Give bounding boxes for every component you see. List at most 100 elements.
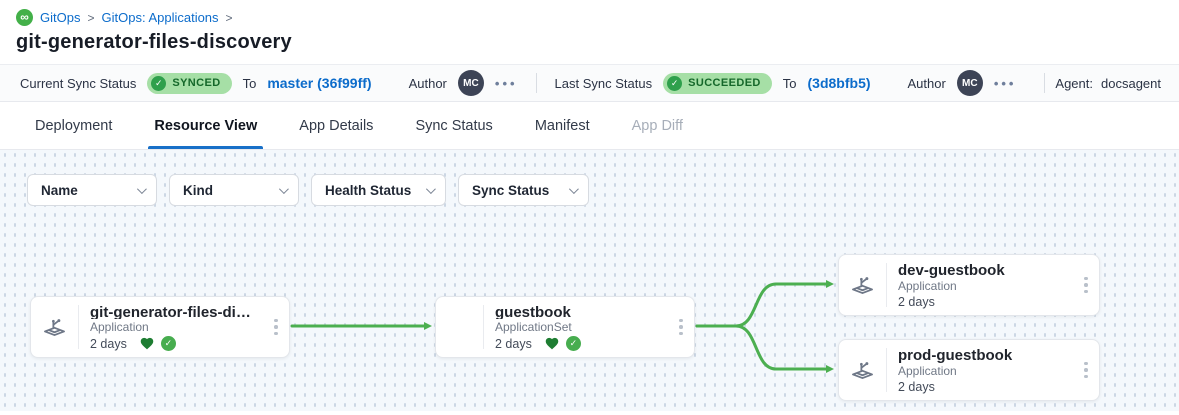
node-git-generator-files-discovery[interactable]: git-generator-files-disco... Application… <box>30 296 290 358</box>
filter-sync-status-label: Sync Status <box>472 182 550 198</box>
succeeded-badge-label: SUCCEEDED <box>688 77 761 89</box>
node-icon-col <box>839 255 886 315</box>
node-kind: Application <box>898 364 957 378</box>
vertical-divider <box>535 73 537 93</box>
breadcrumb-link-applications[interactable]: GitOps: Applications <box>101 10 219 25</box>
chevron-down-icon <box>278 183 289 194</box>
current-sync-label: Current Sync Status <box>20 75 137 91</box>
chevron-down-icon <box>568 183 579 194</box>
kebab-menu-icon[interactable] <box>263 297 289 357</box>
argo-app-icon <box>852 361 873 379</box>
filter-kind[interactable]: Kind <box>169 174 299 206</box>
kebab-menu-icon[interactable] <box>668 297 694 357</box>
node-kind: Application <box>898 279 957 293</box>
sync-check-icon: ✓ <box>565 336 581 351</box>
node-title: prod-guestbook <box>898 347 1013 363</box>
tab-app-details[interactable]: App Details <box>299 117 374 134</box>
filter-name[interactable]: Name <box>27 174 157 206</box>
vertical-divider <box>1044 73 1046 93</box>
kebab-menu-icon[interactable] <box>1073 255 1099 315</box>
to-label: To <box>242 75 257 91</box>
node-age: 2 days <box>495 336 532 351</box>
breadcrumb-separator: > <box>225 10 233 25</box>
synced-status-badge: ✓ SYNCED <box>147 72 232 94</box>
tab-bar: Deployment Resource View App Details Syn… <box>0 102 1179 150</box>
node-icon-placeholder <box>436 297 483 357</box>
argo-app-icon <box>852 276 873 294</box>
author-avatar: MC <box>956 70 983 96</box>
node-meta: 2 days ✓ <box>495 336 664 351</box>
node-kind: Application <box>90 320 149 334</box>
status-bar: Current Sync Status ✓ SYNCED To master (… <box>0 64 1179 102</box>
to-label: To <box>782 75 797 91</box>
author-label: Author <box>408 75 447 91</box>
breadcrumb-separator: > <box>87 10 95 25</box>
ellipsis-menu-icon[interactable]: ••• <box>993 75 1017 91</box>
node-dev-guestbook[interactable]: dev-guestbook Application 2 days <box>838 254 1100 316</box>
tab-sync-status[interactable]: Sync Status <box>415 117 493 134</box>
node-divider <box>886 348 887 392</box>
node-meta: 2 days ✓ <box>90 336 259 351</box>
node-icon-col <box>31 297 78 357</box>
node-body: guestbook ApplicationSet 2 days ✓ <box>484 297 668 357</box>
node-guestbook[interactable]: guestbook ApplicationSet 2 days ✓ <box>435 296 695 358</box>
node-divider <box>483 305 484 349</box>
synced-badge-label: SYNCED <box>172 77 221 89</box>
chevron-down-icon <box>425 183 436 194</box>
health-heart-icon <box>140 337 154 350</box>
filter-health-status-label: Health Status <box>325 182 412 198</box>
node-body: prod-guestbook Application 2 days <box>887 340 1073 400</box>
sync-check-icon: ✓ <box>160 336 176 351</box>
filter-sync-status[interactable]: Sync Status <box>458 174 589 206</box>
check-circle-icon: ✓ <box>667 75 683 91</box>
node-title: guestbook <box>495 304 571 319</box>
gitops-logo-icon: ∞ <box>16 9 33 26</box>
resource-graph-canvas: Name Kind Health Status Sync Status <box>0 150 1179 411</box>
node-kind: ApplicationSet <box>495 320 572 334</box>
author-avatar: MC <box>457 70 484 96</box>
breadcrumb-link-gitops[interactable]: GitOps <box>40 10 81 25</box>
node-title: git-generator-files-disco... <box>90 304 259 319</box>
node-icon-col <box>839 340 886 400</box>
node-meta: 2 days <box>898 380 1069 394</box>
tab-manifest[interactable]: Manifest <box>534 117 590 134</box>
last-sync-label: Last Sync Status <box>554 75 653 91</box>
filter-name-label: Name <box>41 182 78 198</box>
tab-deployment[interactable]: Deployment <box>35 117 113 134</box>
last-sync-group: Last Sync Status ✓ SUCCEEDED To (3d8bfb5… <box>555 70 1017 96</box>
filter-health-status[interactable]: Health Status <box>311 174 446 206</box>
node-age: 2 days <box>90 336 127 351</box>
infinity-glyph: ∞ <box>20 10 29 24</box>
agent-group: Agent: docsagent <box>1044 73 1161 93</box>
node-age: 2 days <box>898 295 935 309</box>
kebab-menu-icon[interactable] <box>1073 340 1099 400</box>
ellipsis-menu-icon[interactable]: ••• <box>494 75 518 91</box>
argo-app-icon <box>44 318 65 336</box>
filter-kind-label: Kind <box>183 182 213 198</box>
health-heart-icon <box>545 337 559 350</box>
node-divider <box>78 305 79 349</box>
edge-guestbook-to-dev <box>695 280 834 328</box>
tab-resource-view[interactable]: Resource View <box>148 102 264 149</box>
author-label: Author <box>907 75 946 91</box>
node-body: dev-guestbook Application 2 days <box>887 255 1073 315</box>
tab-app-diff[interactable]: App Diff <box>631 117 683 134</box>
last-revision-link[interactable]: (3d8bfb5) <box>807 75 871 91</box>
node-prod-guestbook[interactable]: prod-guestbook Application 2 days <box>838 339 1100 401</box>
current-sync-group: Current Sync Status ✓ SYNCED To master (… <box>20 70 518 96</box>
page-header: ∞ GitOps > GitOps: Applications > git-ge… <box>0 0 1179 64</box>
page-title: git-generator-files-discovery <box>16 31 292 53</box>
breadcrumb: ∞ GitOps > GitOps: Applications > <box>16 9 1163 26</box>
agent-label: Agent: <box>1055 75 1093 91</box>
edge-guestbook-to-prod <box>695 324 834 373</box>
node-age: 2 days <box>898 380 935 394</box>
current-revision-link[interactable]: master (36f99ff) <box>267 75 372 91</box>
chevron-down-icon <box>136 183 147 194</box>
node-meta: 2 days <box>898 295 1069 309</box>
check-circle-icon: ✓ <box>151 75 167 91</box>
filter-bar: Name Kind Health Status Sync Status <box>27 174 589 206</box>
node-title: dev-guestbook <box>898 262 1005 278</box>
agent-value: docsagent <box>1101 75 1161 91</box>
node-divider <box>886 263 887 307</box>
